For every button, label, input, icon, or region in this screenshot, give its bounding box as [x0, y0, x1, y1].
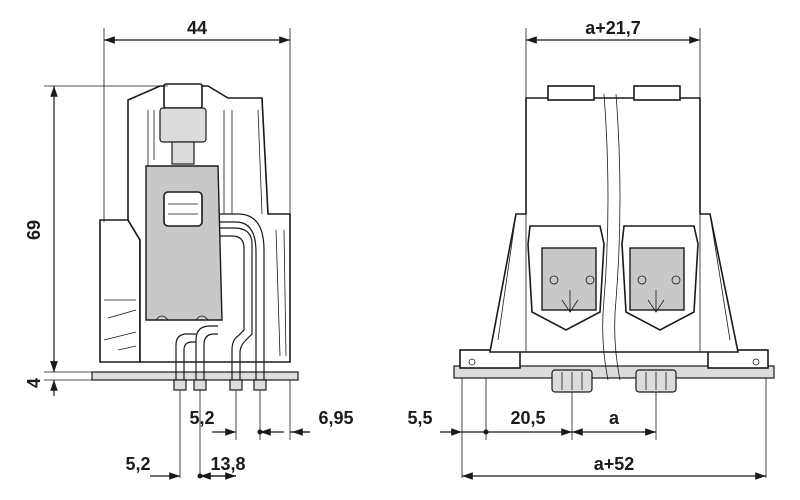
dim-5-2-bottom: 5,2 — [125, 454, 150, 474]
dim-5-5: 5,5 — [407, 408, 432, 428]
front-base-plate — [453, 365, 775, 379]
side-pusher — [163, 83, 203, 109]
dim-5-2-top: 5,2 — [189, 408, 214, 428]
dim-6-95: 6,95 — [318, 408, 353, 428]
front-clamp-right — [621, 225, 699, 331]
side-dimensions: 44 69 4 5,2 6,95 5,2 13,8 — [24, 18, 354, 480]
front-top-tab-right — [633, 85, 681, 101]
dim-a-plus-21-7: a+21,7 — [585, 18, 641, 38]
front-clamp-left — [527, 225, 605, 331]
dim-44: 44 — [187, 18, 207, 38]
front-top-tab-left — [547, 85, 595, 101]
side-base-plate — [91, 371, 299, 381]
front-view — [453, 85, 775, 393]
dim-4: 4 — [24, 378, 44, 388]
dim-13-8: 13,8 — [210, 454, 245, 474]
dim-a: a — [609, 408, 620, 428]
side-lower-housing — [99, 219, 141, 363]
front-dimensions: a+21,7 5,5 20,5 a a+52 — [407, 18, 767, 480]
front-housing — [489, 97, 739, 353]
dim-69: 69 — [24, 220, 44, 240]
front-pin-blocks — [551, 369, 677, 393]
side-clamp-body — [145, 165, 223, 321]
side-view — [91, 83, 299, 391]
dim-20-5: 20,5 — [510, 408, 545, 428]
dim-a-plus-52: a+52 — [594, 454, 635, 474]
